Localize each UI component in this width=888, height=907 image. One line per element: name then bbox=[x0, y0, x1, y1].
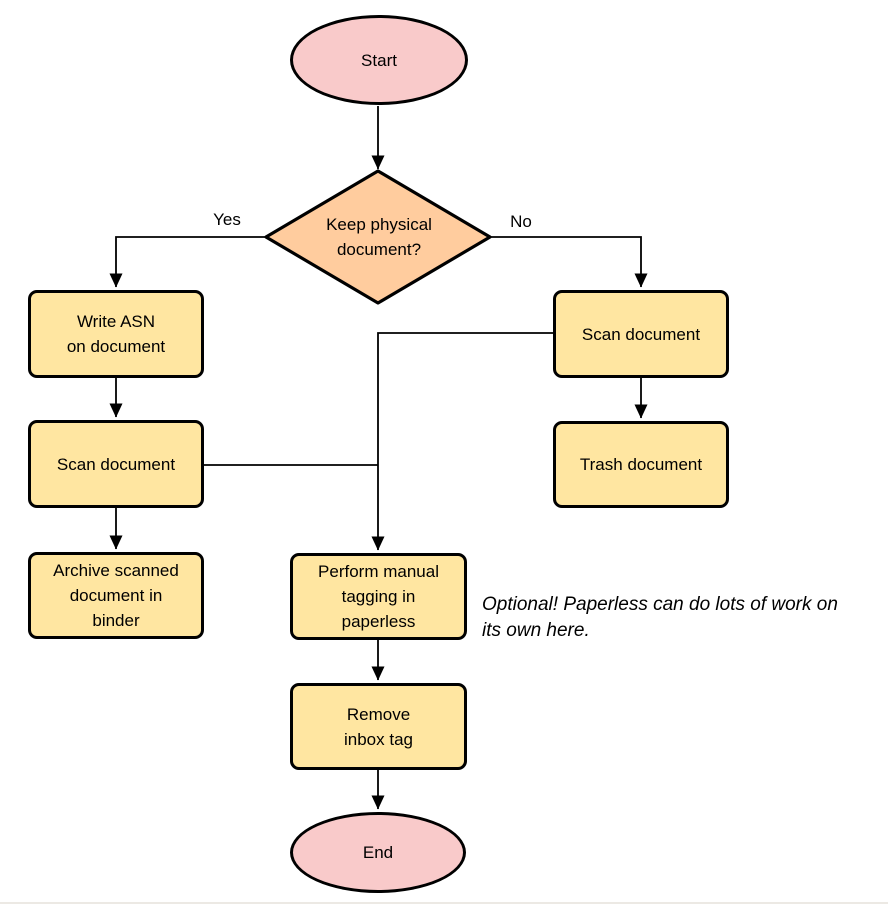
bottom-hairline bbox=[0, 902, 888, 904]
annotation-optional-note: Optional! Paperless can do lots of work … bbox=[482, 594, 838, 641]
node-start: Start bbox=[290, 15, 468, 105]
node-write-asn: Write ASN on document bbox=[28, 290, 204, 378]
node-trash-document: Trash document bbox=[553, 421, 729, 508]
node-decision-label: Keep physical document? bbox=[326, 215, 432, 259]
node-end: End bbox=[290, 812, 466, 893]
edge-decision-no-to-scan-right bbox=[490, 236, 648, 288]
node-archive-binder: Archive scanned document in binder bbox=[28, 552, 204, 639]
edge-label-no: No bbox=[510, 212, 532, 231]
node-manual-tagging-label: Perform manual tagging in paperless bbox=[318, 562, 439, 631]
node-end-label: End bbox=[362, 843, 394, 862]
edge-label-yes: Yes bbox=[213, 210, 241, 229]
node-scan-document-left: Scan document bbox=[28, 420, 204, 508]
node-remove-inbox-tag: Remove inbox tag bbox=[290, 683, 467, 770]
node-archive-binder-label: Archive scanned document in binder bbox=[53, 561, 179, 630]
node-start-label: Start bbox=[361, 50, 397, 70]
node-scan-document-right-label: Scan document bbox=[581, 324, 701, 344]
node-remove-inbox-tag-label: Remove inbox tag bbox=[344, 704, 413, 749]
node-trash-document-label: Trash document bbox=[579, 455, 703, 474]
decision-diamond-shape bbox=[264, 169, 492, 305]
node-scan-document-right: Scan document bbox=[553, 290, 729, 378]
node-manual-tagging: Perform manual tagging in paperless bbox=[290, 553, 467, 640]
node-scan-document-left-label: Scan document bbox=[56, 454, 176, 474]
edge-scan-right-to-tagging bbox=[371, 332, 553, 551]
node-write-asn-label: Write ASN on document bbox=[66, 312, 166, 356]
edge-decision-yes-to-write-asn bbox=[109, 236, 266, 288]
